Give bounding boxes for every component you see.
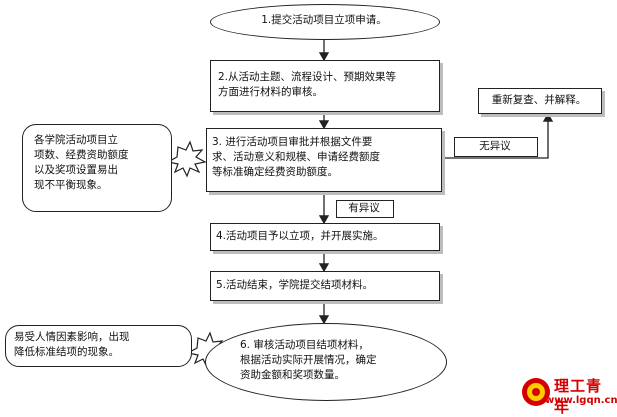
risk-box-2	[5, 325, 192, 367]
objection-label: 有异议	[348, 202, 380, 214]
no-objection-box	[454, 137, 538, 157]
step1-label: 1.提交活动项目立项申请。	[261, 14, 387, 26]
step1-ellipse	[210, 4, 440, 40]
step5-label: 5.活动结束，学院提交结项材料。	[216, 279, 374, 291]
risk-star-1	[166, 140, 207, 178]
recheck-label: 重新复查、并解释。	[491, 94, 587, 106]
watermark-url: www.lgqn.cn	[545, 395, 617, 406]
recheck-box	[478, 88, 602, 114]
step5-box	[210, 271, 440, 301]
arrow-step3-no-objection	[441, 112, 554, 159]
risk-box-1	[22, 124, 172, 212]
step4-label: 4.活动项目予以立项，并开展实施。	[216, 230, 384, 242]
step6-label: 6. 审核活动项目结项材料， 根据活动实际开展情况，确定 资助金额和奖项数量。	[240, 339, 377, 381]
step6-ellipse	[205, 323, 447, 401]
risk-label-1: 各学院活动项目立 项数、经费资助额度 以及奖项设置易出 现不平衡现象。	[34, 134, 129, 191]
step3-label: 3. 进行活动项目审批并根据文件要 求、活动意义和规模、申请经费额度 等标准确定…	[212, 136, 380, 178]
no-objection-label: 无异议	[479, 140, 511, 152]
step4-box	[210, 223, 440, 251]
step2-box	[210, 60, 440, 112]
connectors	[318, 38, 554, 325]
risk-label-2: 易受人情因素影响，出现 降低标准结项的现象。	[14, 331, 130, 358]
objection-box	[336, 200, 394, 218]
logo-emblem	[522, 378, 550, 406]
step2-label: 2.从活动主题、流程设计、预期效果等 方面进行材料的审核。	[218, 71, 397, 98]
step3-box	[206, 128, 442, 192]
